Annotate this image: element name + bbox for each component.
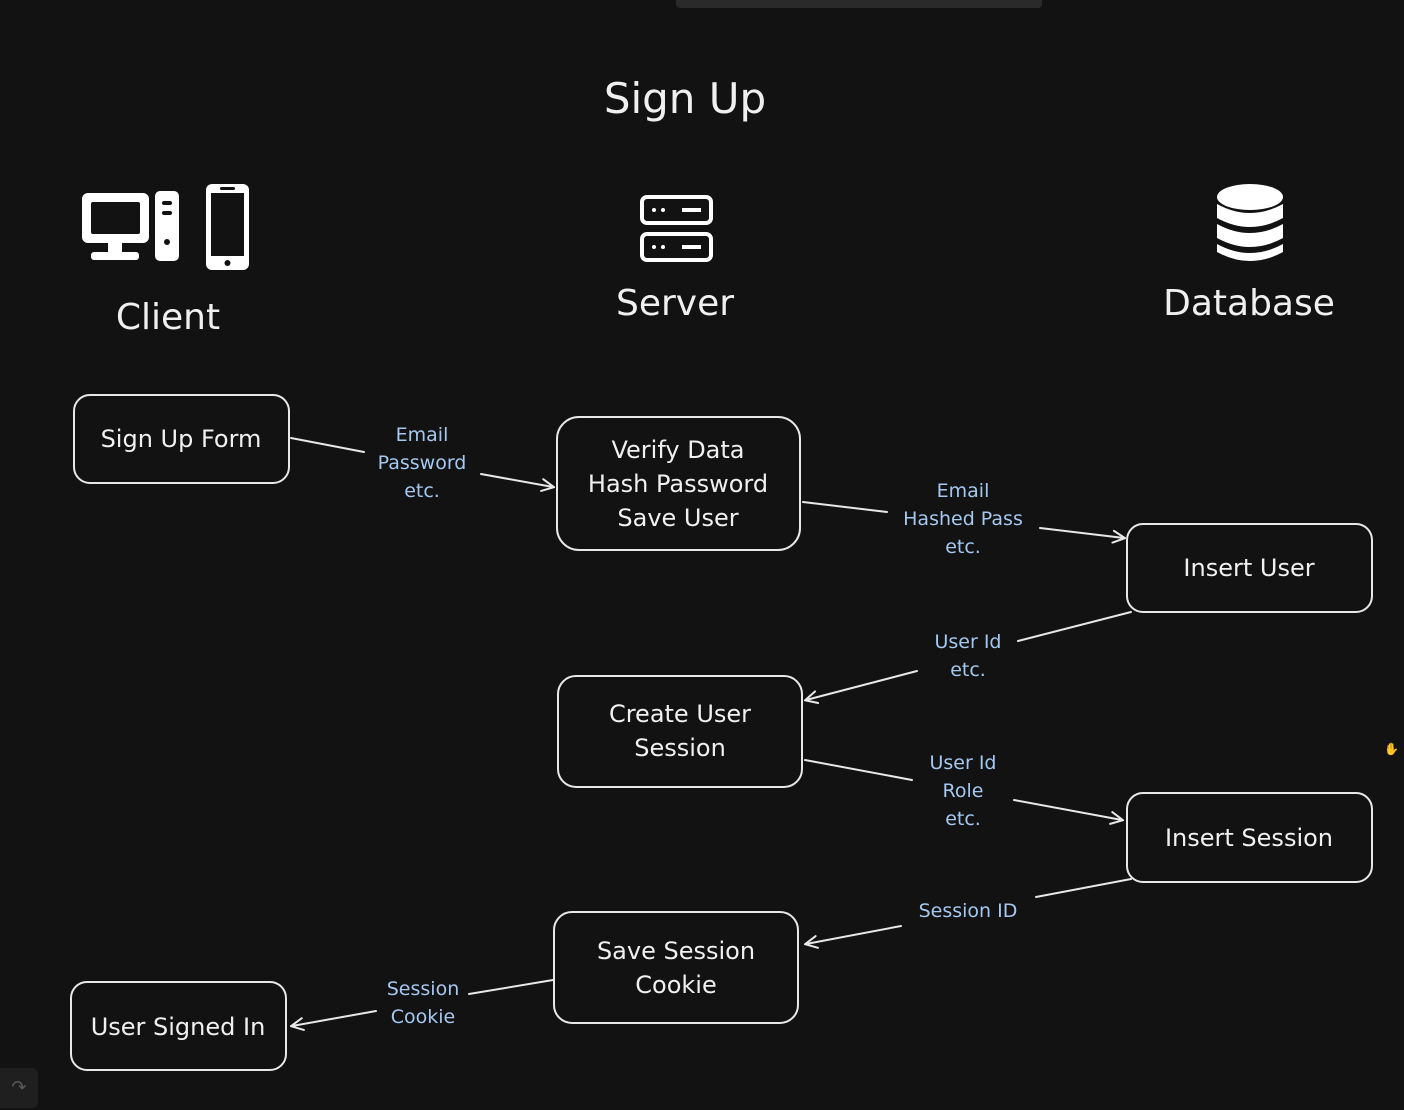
- node-box-insert-user[interactable]: [1126, 523, 1373, 613]
- node-save-cookie-line-1: Save Session: [597, 937, 755, 965]
- edge-arrow: [480, 473, 553, 487]
- edge-line: [468, 979, 554, 995]
- node-box-verify[interactable]: [556, 416, 801, 551]
- edge-line: [804, 759, 913, 781]
- node-verify-line-1: Verify Data: [611, 436, 744, 464]
- column-label-server: Server: [616, 283, 734, 324]
- hand-cursor-icon: ✋: [1384, 742, 1399, 756]
- edge-label-role-2: Role: [943, 780, 984, 802]
- edge-label-verify-insert-3: etc.: [945, 536, 981, 558]
- redo-icon[interactable]: ↷: [0, 1068, 38, 1108]
- edge-arrow: [1013, 799, 1122, 820]
- edge-label-verify-insert-1: Email: [937, 480, 990, 502]
- node-box-signup-form[interactable]: [73, 394, 290, 484]
- edge-arrow: [806, 925, 902, 944]
- diagram-title: Sign Up: [604, 74, 766, 123]
- node-create-session-line-2: Session: [634, 734, 726, 762]
- node-insert-user-text: Insert User: [1183, 554, 1314, 582]
- edge-label-user-id-1: User Id: [934, 631, 1001, 653]
- edge-label-role-3: etc.: [945, 808, 981, 830]
- edge-arrow: [292, 1010, 377, 1026]
- top-toast-bar: [676, 0, 1042, 8]
- edge-arrow: [1039, 527, 1124, 538]
- node-box-insert-session[interactable]: [1126, 792, 1373, 883]
- edge-line: [290, 437, 365, 453]
- column-label-database: Database: [1163, 283, 1335, 324]
- phone-icon: [206, 184, 249, 270]
- edge-label-form-verify-2: Password: [378, 452, 467, 474]
- node-save-cookie-line-2: Cookie: [635, 971, 716, 999]
- node-box-save-cookie[interactable]: [553, 911, 799, 1024]
- desktop-icon: [82, 191, 179, 261]
- edge-label-form-verify-1: Email: [396, 424, 449, 446]
- edge-label-cookie-1: Session: [387, 978, 460, 1000]
- edge-label-session-id: Session ID: [919, 900, 1018, 922]
- edge-line: [1017, 611, 1132, 642]
- node-verify-line-2: Hash Password: [588, 470, 768, 498]
- node-box-signed-in[interactable]: [70, 981, 287, 1071]
- node-signup-form-text: Sign Up Form: [101, 425, 262, 453]
- edge-arrow: [806, 670, 918, 700]
- node-verify-line-3: Save User: [617, 504, 738, 532]
- node-insert-session-text: Insert Session: [1165, 824, 1333, 852]
- edge-line: [1035, 878, 1132, 898]
- edge-label-verify-insert-2: Hashed Pass: [903, 508, 1023, 530]
- edge-label-cookie-2: Cookie: [391, 1006, 456, 1028]
- server-icon: [640, 195, 713, 262]
- database-icon: [1217, 184, 1283, 261]
- column-label-client: Client: [116, 297, 220, 338]
- edge-label-user-id-2: etc.: [950, 659, 986, 681]
- edge-line: [802, 501, 888, 513]
- edge-label-form-verify-3: etc.: [404, 480, 440, 502]
- node-box-create-session[interactable]: [557, 675, 803, 788]
- edge-label-role-1: User Id: [929, 752, 996, 774]
- node-signed-in-text: User Signed In: [91, 1013, 266, 1041]
- node-create-session-line-1: Create User: [609, 700, 751, 728]
